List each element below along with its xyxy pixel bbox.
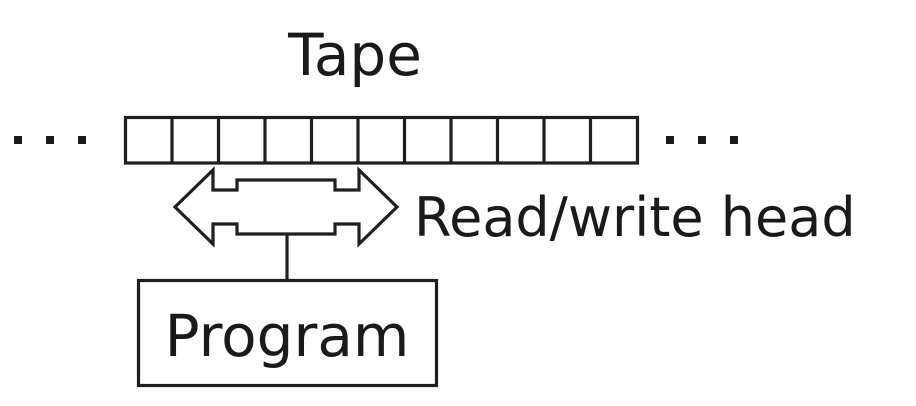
- tape-cell-dividers: [170, 117, 593, 163]
- ellipsis-dot: [730, 136, 738, 144]
- tape-outline: [123, 115, 640, 165]
- read-write-head-label: Read/write head: [414, 186, 856, 249]
- ellipsis-dot: [14, 136, 22, 144]
- program-box: [136, 278, 439, 388]
- read-write-head-arrow: [172, 166, 400, 248]
- ellipsis-dot: [78, 136, 86, 144]
- ellipsis-dot: [666, 136, 674, 144]
- left-ellipsis: [14, 136, 86, 144]
- tape-title-label: Tape: [287, 21, 422, 89]
- ellipsis-dot: [698, 136, 706, 144]
- tape-strip: [123, 115, 640, 165]
- right-ellipsis: [666, 136, 738, 144]
- program-label: Program: [165, 302, 410, 370]
- ellipsis-dot: [46, 136, 54, 144]
